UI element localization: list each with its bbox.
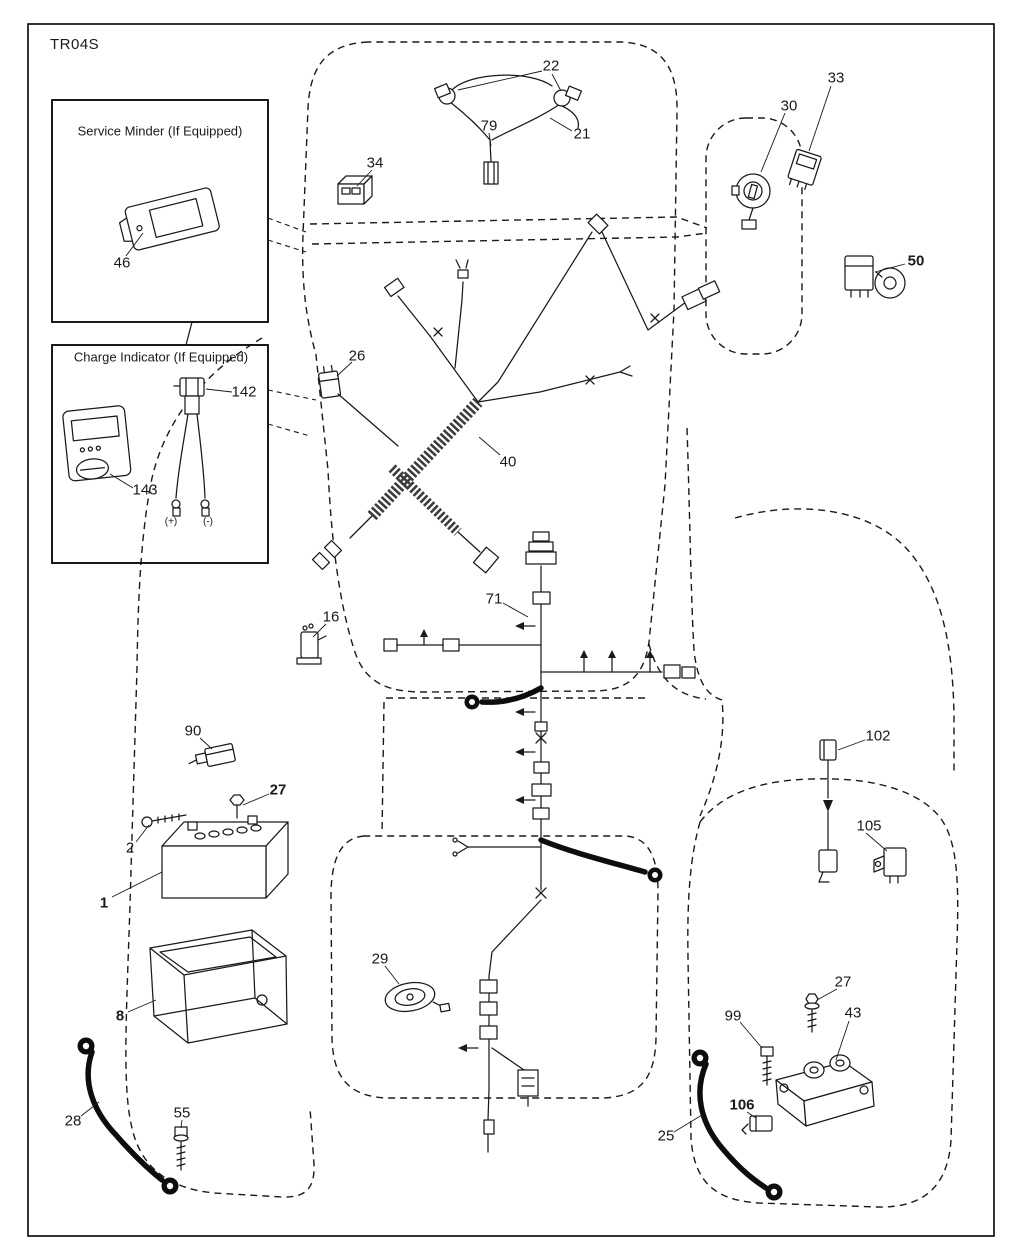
ignition-switch-30: [731, 173, 771, 230]
part-callout-79: 79: [480, 117, 498, 135]
right-channel: [686, 427, 724, 817]
part-callout-25: 25: [657, 1127, 675, 1145]
part-callout-8: 8: [115, 1007, 125, 1025]
part-callout-106: 106: [729, 1096, 755, 1114]
part-callout-99: 99: [724, 1007, 742, 1025]
service-minder-module: [118, 187, 220, 251]
service-minder-title: Service Minder (If Equipped): [77, 123, 243, 139]
fuse-106: [741, 1115, 773, 1135]
fender-curve: [734, 508, 955, 772]
part-callout-sss: (-): [203, 516, 213, 528]
part-callout-50: 50: [907, 252, 925, 270]
inset-link-3: [267, 389, 317, 401]
part-callout-142: 142: [231, 383, 257, 401]
mid-divider-v: [381, 701, 385, 835]
switch-16: [296, 623, 327, 665]
inset-link-4: [267, 423, 311, 437]
part-callout-33: 33: [827, 69, 845, 87]
part-callout-26: 26: [348, 347, 366, 365]
part-callout-43: 43: [844, 1004, 862, 1022]
leader-lines: [80, 70, 906, 1133]
relay-105: [873, 847, 907, 884]
service-minder-frame: [51, 99, 269, 323]
ground-wire: [479, 685, 544, 705]
part-callout-sss: (+): [164, 516, 178, 528]
part-callout-1: 1: [99, 894, 109, 912]
headlight-harness: [433, 74, 582, 185]
battery-terminal-neg: [187, 821, 198, 831]
center-harness-71: [383, 531, 696, 1153]
inset-link-1: [267, 217, 307, 233]
battery-cable-25: [691, 1049, 783, 1201]
part-callout-27: 27: [834, 973, 852, 991]
relay-26: [318, 364, 342, 399]
bolt-55: [173, 1126, 189, 1171]
headlight-connector: [483, 161, 499, 185]
part-callout-27: 27: [269, 781, 287, 799]
relay-horn-50: [844, 255, 906, 299]
charge-indicator-module: [62, 405, 132, 482]
part-callout-90: 90: [184, 722, 202, 740]
part-callout-16: 16: [322, 608, 340, 626]
part-callout-2: 2: [125, 839, 135, 857]
battery-cable-28: [77, 1037, 179, 1195]
part-90: [188, 743, 236, 767]
horn-29: [384, 981, 451, 1013]
dash-band-2: [311, 232, 708, 245]
part-callout-71: 71: [485, 590, 503, 608]
service-minder-inset: [51, 99, 269, 323]
main-harness-40: [311, 213, 721, 574]
engine-outline: [687, 778, 959, 1208]
charge-indicator-inset: [51, 344, 269, 564]
braided-section-1: [367, 397, 483, 521]
part-callout-55: 55: [173, 1104, 191, 1122]
part-callout-29: 29: [371, 950, 389, 968]
battery-group: [141, 794, 289, 899]
steering-outline: [705, 117, 803, 355]
solenoid-43: [775, 1054, 875, 1127]
left-outline: [125, 337, 315, 1198]
left-arrow-markers: [515, 622, 536, 804]
switch-33: [787, 148, 822, 191]
charge-indicator-title: Charge Indicator (If Equipped): [73, 349, 249, 365]
part-callout-34: 34: [366, 154, 384, 172]
bolt-27-right: [804, 993, 820, 1033]
part-callout-30: 30: [780, 97, 798, 115]
dashed-outlines: [125, 41, 959, 1208]
battery-terminal-pos: [247, 815, 258, 825]
page-border: [27, 23, 995, 1237]
connector-102: [818, 739, 838, 883]
part-callout-105: 105: [856, 817, 882, 835]
positive-lead: [538, 837, 648, 875]
switch-34: [337, 175, 373, 205]
dash-band-1: [309, 216, 708, 229]
page-title: TR04S: [50, 36, 100, 53]
part-callout-46: 46: [113, 254, 131, 272]
chassis-right-join: [648, 643, 707, 700]
part-callout-102: 102: [865, 727, 891, 745]
battery-front: [161, 845, 267, 899]
chassis-outline: [301, 41, 678, 693]
inset-join-tick: [185, 321, 193, 346]
part-callout-28: 28: [64, 1112, 82, 1130]
charge-indicator-frame: [51, 344, 269, 564]
braided-section-2: [388, 464, 462, 536]
part-callout-40: 40: [499, 453, 517, 471]
screw-99: [760, 1046, 774, 1086]
inset-link-2: [267, 239, 307, 253]
part-callout-22: 22: [542, 57, 560, 75]
terminal-bolt-27: [229, 794, 245, 819]
part-callout-143: 143: [132, 481, 158, 499]
charge-sensor-142: [171, 377, 210, 517]
part-callout-21: 21: [573, 125, 591, 143]
battery-box-8: [149, 929, 288, 1044]
